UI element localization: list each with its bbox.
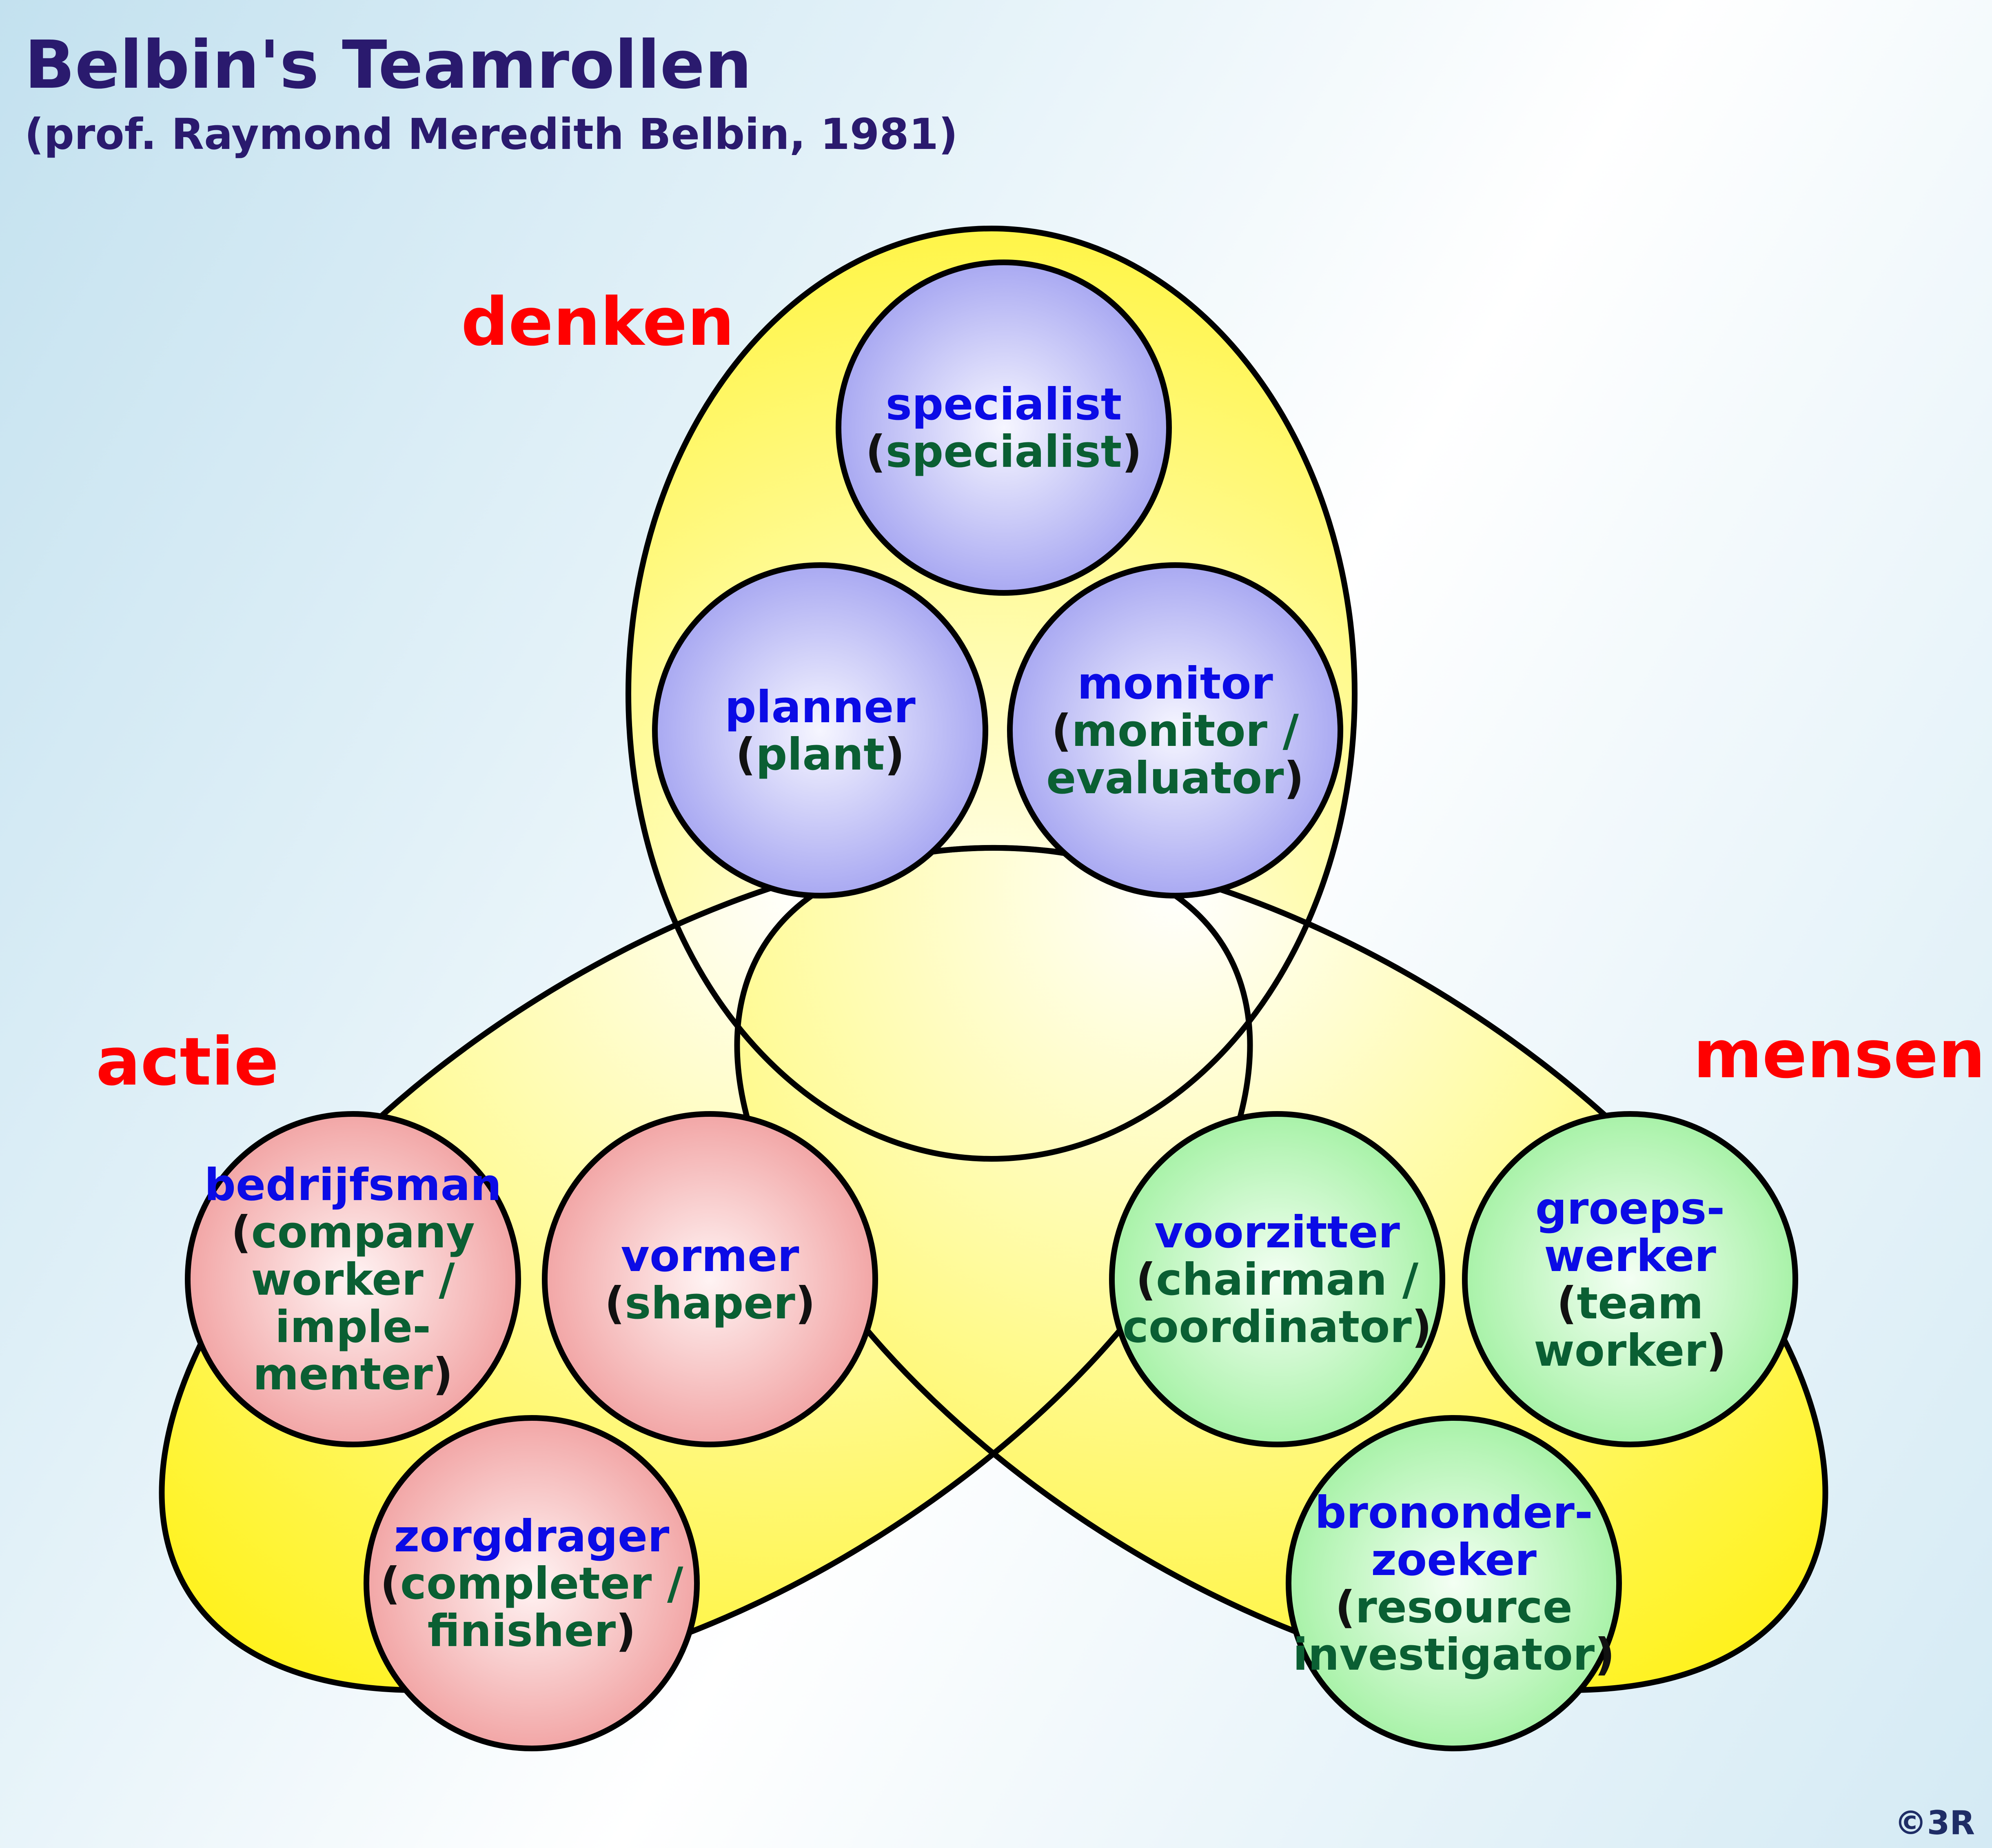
role-name-line: zorgdrager bbox=[394, 1511, 670, 1562]
copyright-mark: ©3R bbox=[1894, 1804, 1975, 1842]
role-english-line: (completer / bbox=[380, 1558, 683, 1609]
role-name-line: zoeker bbox=[1371, 1535, 1537, 1586]
group-label-mensen: mensen bbox=[1693, 1016, 1985, 1093]
role-english-line: (plant) bbox=[736, 729, 905, 780]
ellipse-outline-group bbox=[159, 226, 1828, 1693]
page-title: Belbin's Teamrollen bbox=[24, 27, 752, 104]
role-english-line: (specialist) bbox=[865, 426, 1142, 477]
role-english-line: worker) bbox=[1534, 1325, 1726, 1376]
role-circle bbox=[652, 562, 988, 898]
denken-ellipse bbox=[626, 226, 1358, 1162]
role-text-vormer: vormer(shaper) bbox=[605, 1231, 816, 1329]
role-english-line: menter) bbox=[253, 1349, 453, 1400]
role-name-line: vormer bbox=[621, 1231, 799, 1282]
role-specialist: specialist(specialist) bbox=[836, 260, 1172, 596]
role-name-line: planner bbox=[725, 682, 916, 733]
role-name-line: brononder- bbox=[1315, 1487, 1593, 1538]
role-monitor: monitor(monitor /evaluator) bbox=[1007, 562, 1343, 898]
role-name-line: monitor bbox=[1077, 658, 1273, 709]
role-english-line: (resource bbox=[1335, 1582, 1573, 1633]
role-english-line: (company bbox=[231, 1207, 475, 1258]
role-planner: planner(plant) bbox=[652, 562, 988, 898]
role-vormer: vormer(shaper) bbox=[542, 1111, 878, 1447]
role-english-line: (monitor / bbox=[1051, 705, 1299, 757]
role-name-line: bedrijfsman bbox=[204, 1160, 502, 1211]
role-text-voorzitter: voorzitter(chairman /coordinator) bbox=[1122, 1207, 1432, 1353]
role-voorzitter: voorzitter(chairman /coordinator) bbox=[1109, 1111, 1445, 1447]
role-circle bbox=[1007, 562, 1343, 898]
group-label-actie: actie bbox=[96, 1024, 279, 1100]
mensen-ellipse bbox=[734, 845, 1828, 1693]
role-zorgdrager: zorgdrager(completer /finisher) bbox=[364, 1415, 700, 1751]
role-text-specialist: specialist(specialist) bbox=[865, 379, 1142, 477]
role-circle bbox=[1462, 1111, 1798, 1447]
role-text-zorgdrager: zorgdrager(completer /finisher) bbox=[380, 1511, 683, 1657]
role-name-line: groeps- bbox=[1535, 1183, 1725, 1234]
role-english-line: worker / bbox=[251, 1254, 455, 1305]
role-name-line: specialist bbox=[886, 379, 1122, 430]
role-english-line: (chairman / bbox=[1136, 1254, 1419, 1305]
role-text-planner: planner(plant) bbox=[725, 682, 916, 780]
role-english-line: evaluator) bbox=[1046, 753, 1304, 804]
role-circle bbox=[542, 1111, 878, 1447]
role-english-line: (team bbox=[1557, 1278, 1704, 1329]
role-english-line: coordinator) bbox=[1122, 1302, 1432, 1353]
role-name-line: voorzitter bbox=[1154, 1207, 1400, 1258]
role-english-line: (shaper) bbox=[605, 1278, 816, 1329]
role-english-line: imple- bbox=[275, 1302, 431, 1353]
role-circle bbox=[1109, 1111, 1445, 1447]
role-english-line: investigator) bbox=[1293, 1629, 1615, 1680]
role-circle bbox=[1286, 1415, 1622, 1751]
role-circle bbox=[364, 1415, 700, 1751]
actie-ellipse bbox=[159, 845, 1253, 1693]
role-name-line: werker bbox=[1544, 1231, 1716, 1282]
page-subtitle: (prof. Raymond Meredith Belbin, 1981) bbox=[24, 109, 958, 159]
group-label-denken: denken bbox=[461, 284, 734, 361]
role-circle bbox=[836, 260, 1172, 596]
role-english-line: finisher) bbox=[428, 1606, 636, 1657]
role-text-monitor: monitor(monitor /evaluator) bbox=[1046, 658, 1304, 804]
role-circle bbox=[185, 1111, 521, 1447]
